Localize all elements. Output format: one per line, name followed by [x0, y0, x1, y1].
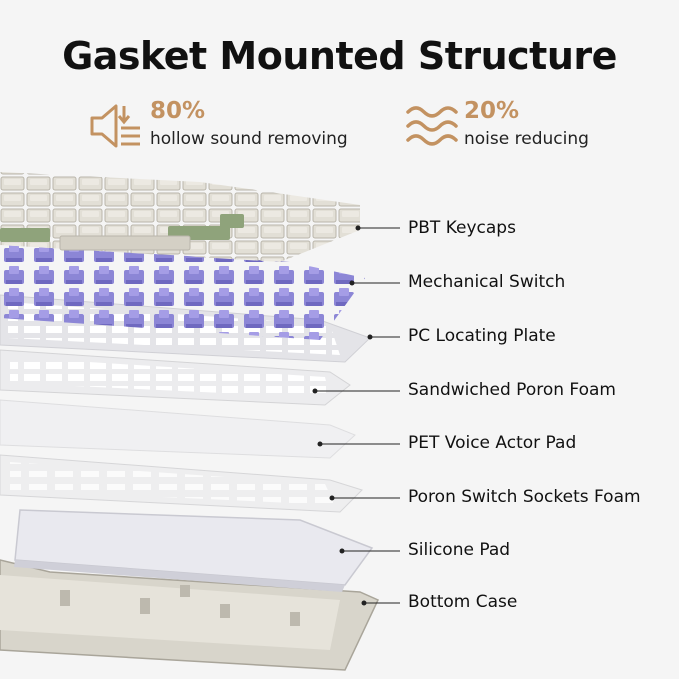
speaker-mute-icon — [90, 104, 140, 148]
layer-silicone-pad — [14, 509, 374, 592]
leader-lines — [315, 227, 400, 604]
label-bottom-case: Bottom Case — [408, 592, 518, 612]
page-title: Gasket Mounted Structure — [62, 34, 617, 78]
label-pc-locating-plate: PC Locating Plate — [408, 326, 556, 346]
label-poron-switch-sockets-foam: Poron Switch Sockets Foam — [408, 487, 641, 507]
label-sandwiched-poron-foam: Sandwiched Poron Foam — [408, 380, 616, 400]
layer-pbt-keycaps — [0, 172, 360, 262]
layer-pet-voice-actor-pad — [0, 399, 356, 459]
stat-description: hollow sound removing — [150, 129, 348, 149]
layer-mechanical-switch — [0, 245, 365, 340]
exploded-keyboard-illustration — [0, 172, 400, 671]
label-pet-voice-actor-pad: PET Voice Actor Pad — [408, 433, 577, 453]
stat-value: 20% — [464, 98, 520, 124]
label-silicone-pad: Silicone Pad — [408, 540, 511, 560]
layer-poron-switch-sockets-foam — [0, 454, 363, 513]
sound-wave-icon — [406, 106, 458, 146]
layer-sandwiched-poron-foam — [0, 349, 351, 406]
label-mechanical-switch: Mechanical Switch — [408, 272, 566, 292]
stat-description: noise reducing — [464, 129, 589, 149]
label-pbt-keycaps: PBT Keycaps — [408, 218, 516, 238]
stat-value: 80% — [150, 98, 206, 124]
leader-dots — [312, 225, 373, 606]
